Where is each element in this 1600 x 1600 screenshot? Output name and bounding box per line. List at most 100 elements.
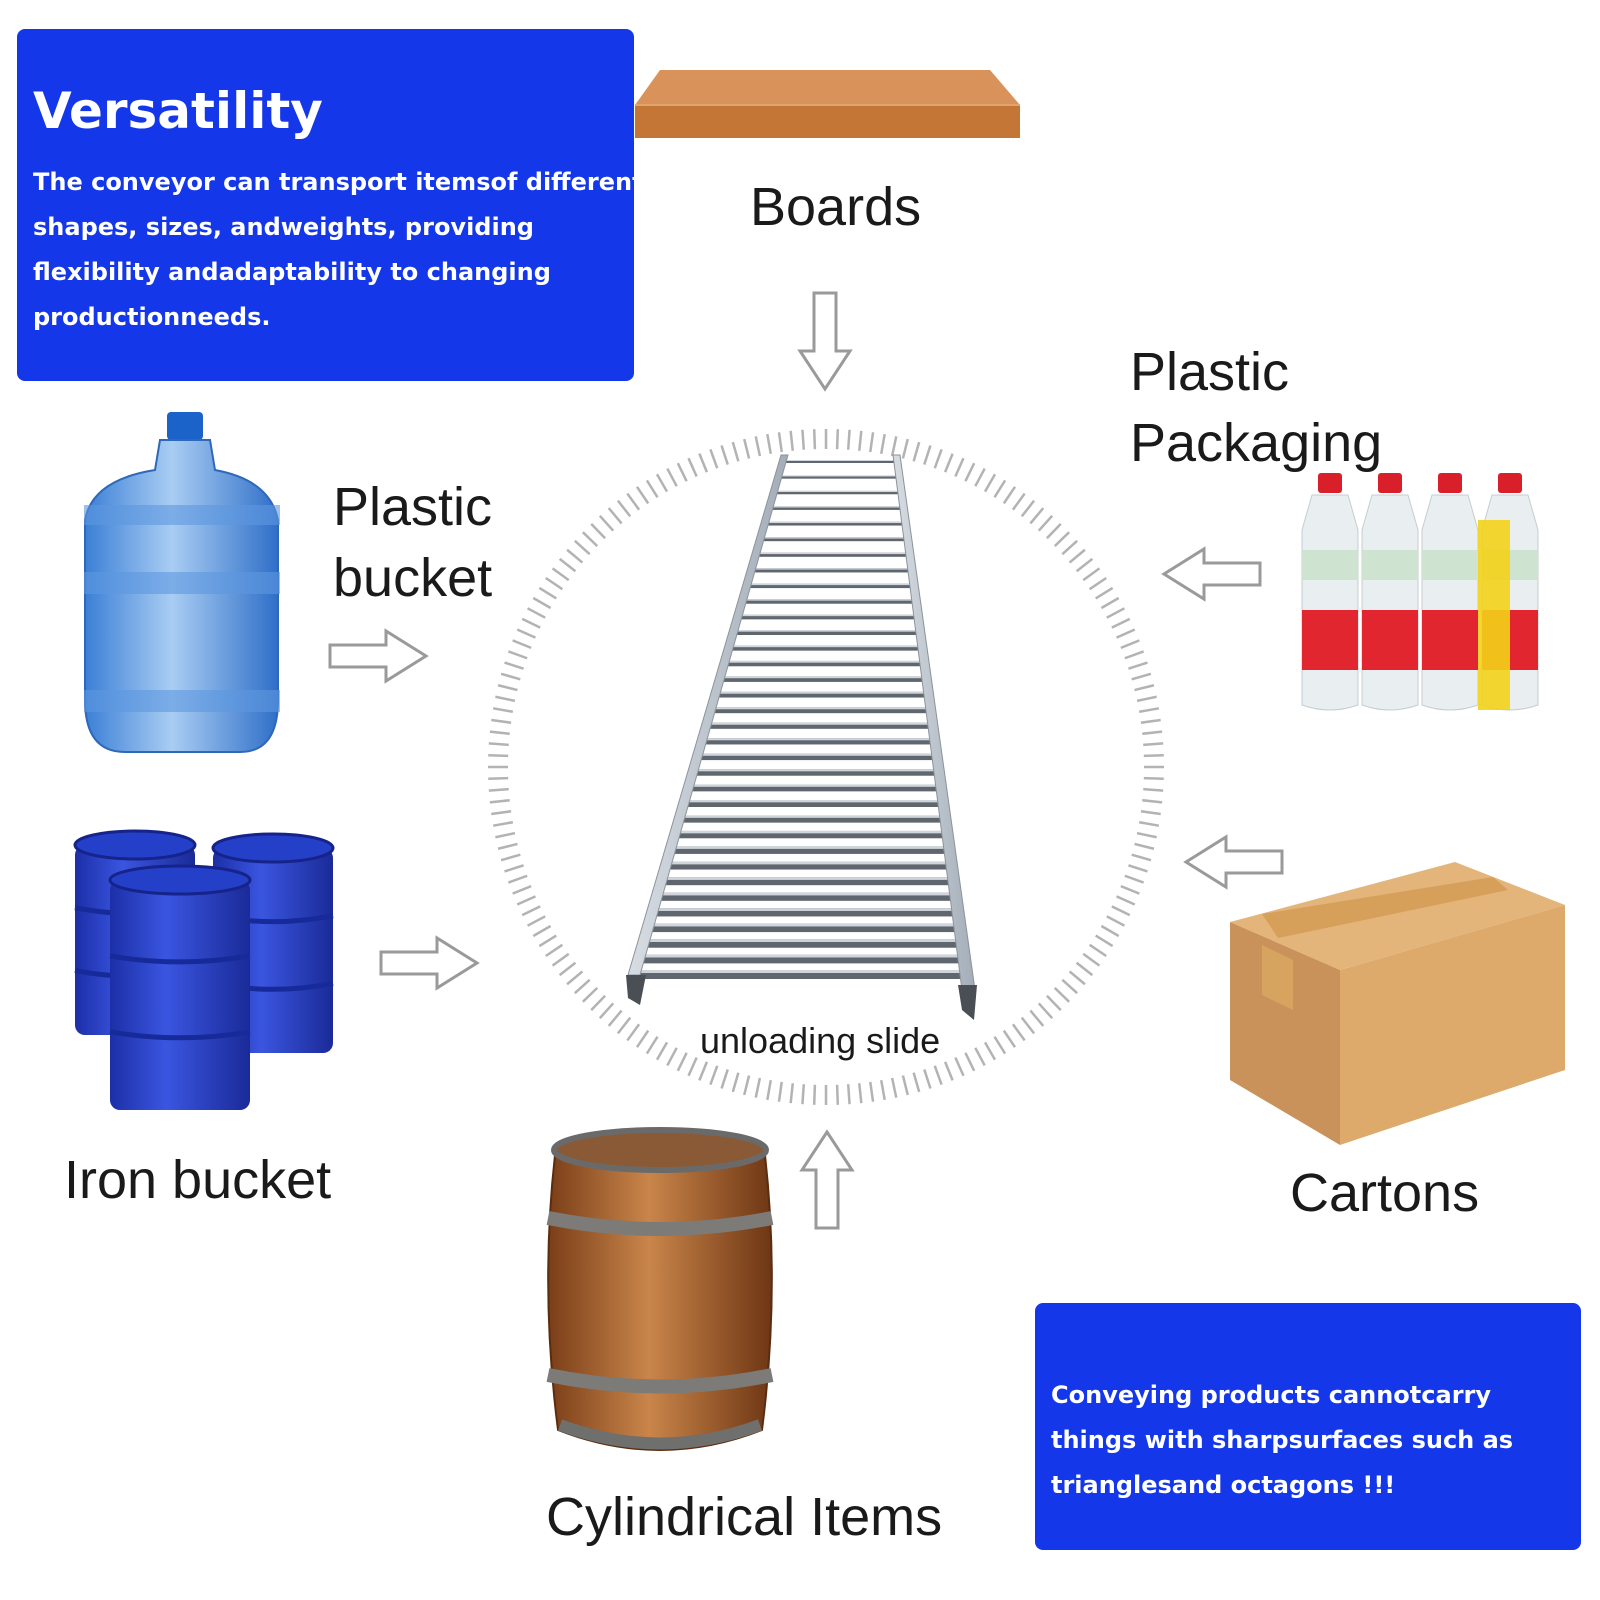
dial-tick (1138, 820, 1160, 827)
dial-tick (1134, 842, 1155, 850)
dial-tick (526, 607, 546, 619)
bottle (1421, 473, 1479, 711)
dial-tick (590, 994, 606, 1012)
dial-tick (777, 1081, 783, 1102)
conveyor-roller-highlight (671, 846, 951, 849)
conveyor-roller-highlight (753, 568, 912, 570)
dial-tick (1095, 934, 1114, 948)
dial-tick (754, 436, 762, 457)
dial-tick (526, 915, 546, 927)
dial-tick (1100, 596, 1120, 610)
conveyor-roller (744, 599, 916, 604)
dial-tick (1143, 776, 1164, 781)
label-plastic-packaging: Plastic Packaging (1130, 342, 1383, 474)
conveyor-roller (675, 830, 949, 839)
dial-tick (512, 884, 532, 895)
dial-tick (538, 586, 557, 600)
conveyor-roller (735, 630, 920, 635)
dial-tick (1106, 607, 1126, 619)
dial-tick (923, 1069, 932, 1089)
dial-tick (573, 539, 591, 556)
dial-tick (1082, 567, 1101, 582)
conveyor-roller (766, 521, 905, 526)
dial-tick (488, 742, 509, 747)
dial-tick (709, 448, 719, 469)
conveyor-roller (775, 490, 901, 495)
conveyor-roller-highlight (739, 614, 918, 617)
versatility-info-box: Versatility The conveyor can transport i… (17, 29, 644, 381)
dial-tick (1115, 628, 1136, 639)
dial-tick (766, 1079, 773, 1101)
conveyor-roller-highlight (771, 506, 903, 508)
dial-tick (709, 1065, 719, 1086)
arrow-right-icon (379, 935, 480, 991)
conveyor-roller-highlight (707, 722, 934, 725)
dial-tick (500, 672, 521, 681)
conveyor-roller-highlight (657, 892, 958, 896)
conveyor-roller (730, 645, 923, 651)
dial-tick (507, 650, 528, 660)
dial-tick (801, 1084, 806, 1105)
dial-tick (912, 1072, 921, 1093)
dial-tick (1100, 924, 1120, 938)
dial-tick (500, 853, 521, 862)
dial-tick (1061, 978, 1079, 995)
dial-tick (1095, 586, 1114, 600)
conveyor-roller (671, 846, 951, 854)
conveyor-roller (662, 877, 955, 886)
conveyor-roller-highlight (716, 691, 929, 694)
dial-tick (933, 448, 943, 469)
dial-tick (687, 457, 698, 478)
dial-tick (581, 531, 599, 547)
versatility-title: Versatility (33, 82, 323, 140)
dial-tick (1037, 514, 1054, 532)
dial-tick (1131, 853, 1152, 862)
arrow-left-icon (1161, 546, 1262, 602)
dial-tick (545, 576, 564, 591)
dial-tick (1061, 539, 1079, 556)
conveyor-roller (648, 923, 962, 933)
dial-tick (607, 507, 623, 525)
dial-tick (743, 438, 751, 459)
dial-tick (551, 567, 570, 582)
dial-tick (789, 1083, 795, 1104)
dial-tick (1115, 895, 1136, 906)
conveyor-roller-highlight (780, 475, 899, 477)
conveyor-roller-highlight (730, 645, 923, 648)
conveyor-roller-highlight (703, 738, 936, 741)
conveyor-roller (785, 460, 896, 463)
dial-tick (538, 934, 557, 948)
warning-info-box: Conveying products cannotcarry things wi… (1035, 1303, 1581, 1550)
bottle (1301, 473, 1359, 711)
dial-tick (1088, 943, 1107, 958)
dial-tick (1124, 874, 1145, 884)
dial-tick (645, 479, 659, 498)
conveyor-roller-highlight (712, 707, 931, 710)
dial-tick (488, 753, 509, 758)
dial-tick (666, 467, 678, 487)
dial-tick (890, 1077, 898, 1098)
conveyor-roller-highlight (689, 784, 942, 787)
dial-tick (1106, 915, 1126, 927)
dial-tick (495, 695, 516, 703)
bottle (1361, 473, 1419, 711)
conveyor-roller (757, 552, 910, 557)
conveyor-roller (721, 676, 927, 682)
label-plastic-bucket: Plastic bucket (333, 477, 493, 609)
dial-tick (532, 596, 552, 610)
dial-tick (573, 978, 591, 995)
dial-tick (1075, 961, 1094, 977)
conveyor-roller (657, 892, 958, 901)
conveyor-roller-highlight (666, 861, 953, 865)
dial-tick (1002, 486, 1017, 505)
dial-tick (1046, 994, 1062, 1012)
warning-text: Conveying products cannotcarry things wi… (1051, 1381, 1514, 1499)
dial-tick (801, 429, 806, 450)
conveyor-roller-highlight (648, 923, 962, 927)
dial-tick (964, 462, 976, 482)
dial-tick (1075, 557, 1094, 573)
dial-tick (492, 820, 514, 827)
dial-tick (521, 617, 541, 629)
dial-tick (497, 684, 518, 692)
